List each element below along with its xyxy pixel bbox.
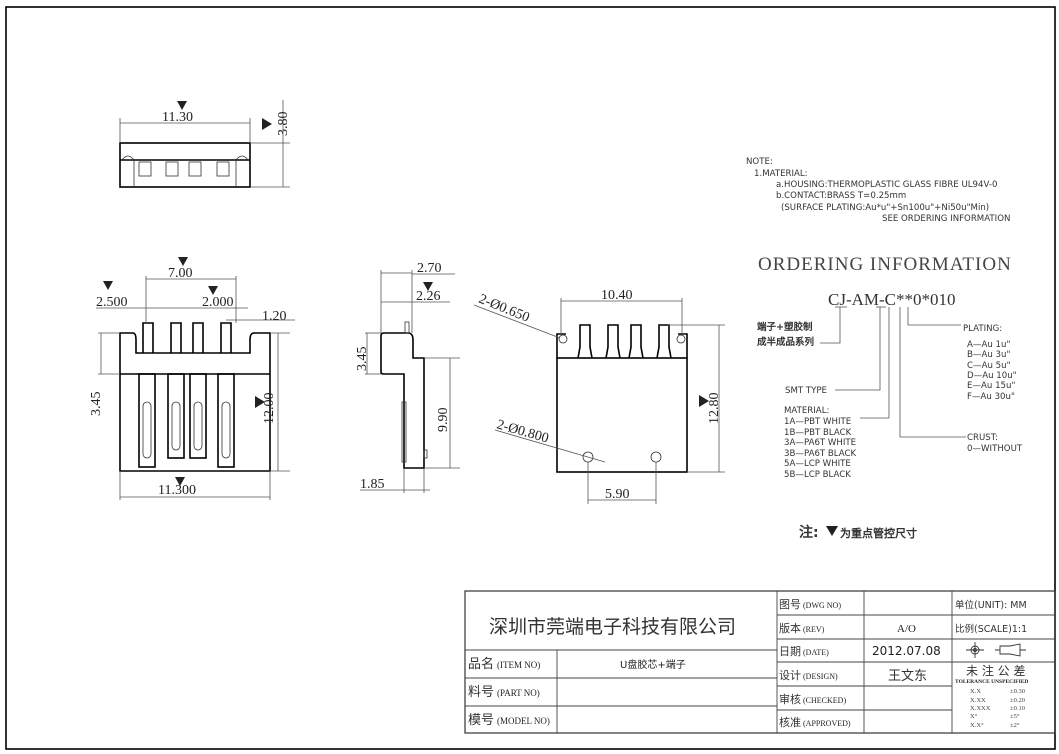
part-no-label: 料号(PART NO) — [468, 685, 540, 700]
sheet-border — [5, 6, 1056, 750]
dim-top-width: 11.30 — [162, 110, 193, 125]
tolerance-key: X.XXX — [970, 705, 991, 712]
tolerance-key: X.X° — [970, 722, 984, 729]
item-no-label: 品名(ITEM NO) — [468, 656, 540, 672]
dim-pcb-height: 12.80 — [707, 393, 722, 425]
tolerance-value: ±5° — [1010, 713, 1020, 720]
dim-pcb-small-holes: 2-Ø0.650 — [477, 292, 532, 326]
tolerance-title: 未 注 公 差 — [966, 663, 1025, 678]
projection-symbol-icon — [966, 642, 1026, 658]
dim-total-width: 11.300 — [158, 483, 196, 498]
tolerance-value: ±0.20 — [1010, 697, 1025, 704]
tolerance-subtitle: TOLERANCE UNSPECIFIED — [955, 679, 1028, 685]
note-plating: (SURFACE PLATING:Au*u"+Sn100u"+Ni50u"Min… — [781, 203, 989, 213]
tolerance-table: X.X ±0.30 X.XX ±0.20 X.XXX ±0.10 X° ±5° … — [970, 688, 1025, 729]
pcb-layout-view: 10.40 2-Ø0.650 2-Ø0.800 12.80 5.90 — [473, 288, 725, 504]
plating-option: C—Au 5u" — [967, 361, 1011, 371]
item-no-value[interactable]: U盘胶芯+端子 — [620, 658, 686, 671]
plating-option: B—Au 3u" — [967, 350, 1010, 360]
dim-pcb-span: 10.40 — [601, 288, 633, 303]
dim-left-offset: 2.500 — [96, 295, 128, 310]
dim-upper-height: 3.45 — [89, 392, 104, 417]
date-value[interactable]: 2012.07.08 — [872, 644, 941, 658]
tolerance-value: ±2° — [1010, 722, 1020, 729]
side-view: 2.70 2.26 3.45 9.90 1.85 — [355, 261, 460, 493]
plating-option: F—Au 30u" — [967, 392, 1015, 402]
dim-pcb-large-holes: 2-Ø0.800 — [495, 417, 550, 446]
note-material: 1.MATERIAL: — [754, 169, 808, 179]
dim-side-upper-height: 3.45 — [355, 347, 370, 372]
company-name: 深圳市莞端电子科技有限公司 — [489, 616, 736, 638]
material-option: 3A—PA6T WHITE — [784, 438, 856, 448]
dim-side-top-outer: 2.70 — [417, 261, 442, 276]
dim-side-lower-height: 9.90 — [436, 408, 451, 433]
rev-label: 版本(REV) — [779, 621, 825, 635]
plating-option: E—Au 15u" — [967, 381, 1015, 391]
material-option: 3B—PA6T BLACK — [784, 449, 857, 459]
dim-right-offset: 1.20 — [262, 309, 287, 324]
tolerance-key: X.XX — [970, 697, 986, 704]
approved-label: 核准(APPROVED) — [779, 715, 851, 729]
tolerance-key: X.X — [970, 688, 981, 695]
front-view: 7.00 2.500 2.000 1.20 3.45 12.00 11.300 — [89, 257, 295, 500]
remark: 注: 为重点管控尺寸 — [799, 524, 917, 541]
series-line2: 成半成品系列 — [757, 336, 814, 348]
ordering-title: ORDERING INFORMATION — [758, 254, 1012, 275]
dim-pcb-hole-pitch: 5.90 — [605, 487, 630, 502]
top-view: 11.30 3.80 — [119, 100, 291, 188]
material-option: 5A—LCP WHITE — [784, 459, 851, 469]
design-label: 设计(DESIGN) — [779, 669, 838, 682]
note-title: NOTE: — [746, 157, 773, 167]
dim-pitch: 2.000 — [202, 295, 234, 310]
scale-label: 比例(SCALE)1:1 — [955, 623, 1027, 635]
dim-side-bottom-width: 1.85 — [360, 477, 385, 492]
design-value[interactable]: 王文东 — [888, 669, 927, 684]
tolerance-value: ±0.30 — [1010, 688, 1025, 695]
crust-value: 0—WITHOUT — [967, 444, 1023, 454]
notes-block: NOTE: 1.MATERIAL: a.HOUSING:THERMOPLASTI… — [746, 157, 1010, 224]
remark-prefix: 注: — [799, 524, 819, 541]
ordering-information: ORDERING INFORMATION CJ-AM-C**0*010 端子+塑… — [757, 254, 1023, 480]
material-option: 5B—LCP BLACK — [784, 470, 851, 480]
checked-label: 审核(CHECKED) — [779, 692, 846, 706]
dim-side-top-inner: 2.26 — [416, 289, 441, 304]
dwg-no-label: 图号(DWG NO) — [779, 598, 841, 611]
note-contact: b.CONTACT:BRASS T=0.25mm — [776, 191, 906, 201]
ordering-code: CJ-AM-C**0*010 — [828, 290, 956, 309]
tolerance-value: ±0.10 — [1010, 705, 1025, 712]
material-option: 1A—PBT WHITE — [784, 417, 851, 427]
material-title: MATERIAL: — [784, 406, 829, 416]
dim-top-height: 3.80 — [276, 112, 291, 137]
unit-label: 单位(UNIT): MM — [955, 599, 1027, 611]
plating-title: PLATING: — [963, 324, 1002, 334]
model-no-label: 模号(MODEL NO) — [468, 713, 550, 728]
plating-option: A—Au 1u" — [967, 340, 1010, 350]
plating-option: D—Au 10u" — [967, 371, 1017, 381]
smt-type: SMT TYPE — [785, 386, 827, 396]
note-see: SEE ORDERING INFORMATION — [882, 214, 1010, 224]
series-line1: 端子+塑胶制 — [757, 321, 813, 333]
date-label: 日期(DATE) — [779, 645, 829, 658]
title-block: 深圳市莞端电子科技有限公司 品名(ITEM NO) U盘胶芯+端子 料号(PAR… — [464, 590, 1056, 734]
tolerance-key: X° — [970, 713, 978, 720]
remark-text: 为重点管控尺寸 — [840, 526, 917, 540]
rev-value[interactable]: A/O — [897, 623, 916, 635]
dim-total-height: 12.00 — [262, 393, 277, 425]
dim-pitch-total: 7.00 — [168, 266, 193, 281]
material-option: 1B—PBT BLACK — [784, 428, 852, 438]
key-dimension-triangle-icon — [826, 526, 838, 536]
crust-title: CRUST: — [967, 433, 998, 443]
note-housing: a.HOUSING:THERMOPLASTIC GLASS FIBRE UL94… — [776, 180, 997, 190]
